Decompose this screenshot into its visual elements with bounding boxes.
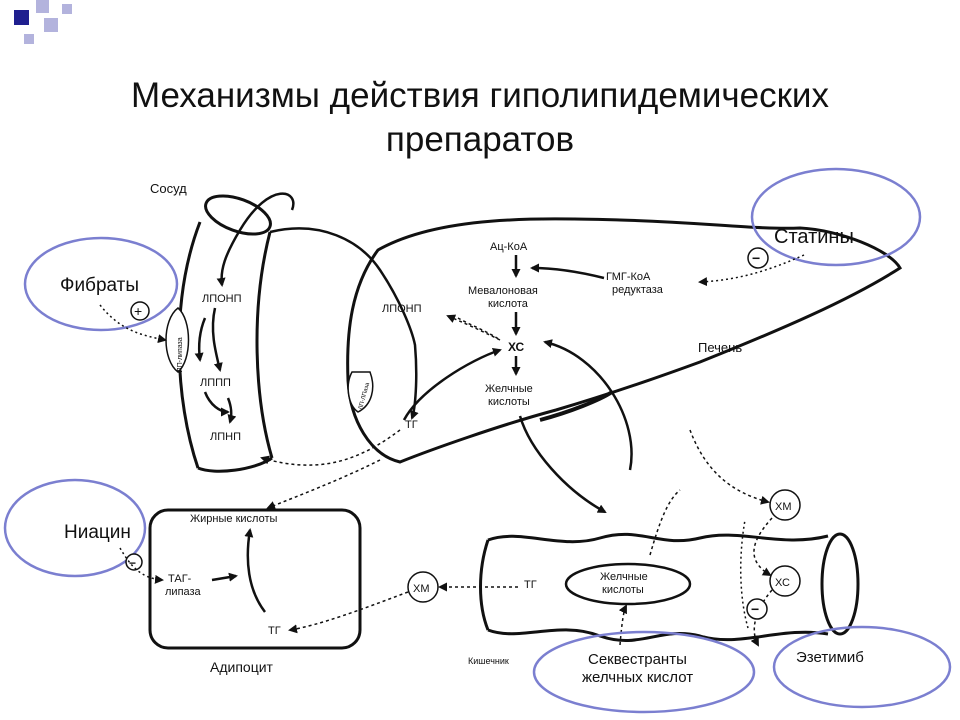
- drug-action-lines: [99, 254, 805, 629]
- liver-dashed-arrows: [446, 314, 501, 341]
- corner-square: [24, 34, 34, 44]
- liver-arrows: [402, 255, 633, 514]
- vessel-label: Сосуд: [150, 181, 187, 196]
- slide-title: Механизмы действия гиполипидемических пр…: [60, 74, 900, 162]
- vessel-liver-curve: [269, 227, 419, 420]
- bile-acids-oval: [564, 562, 692, 606]
- corner-square: [62, 4, 72, 14]
- xc-circle-right: [769, 565, 801, 597]
- tag-lipase-line-2: липаза: [165, 586, 202, 598]
- plus-sign: +: [134, 303, 142, 319]
- intestine-tg: ТГ: [524, 579, 537, 591]
- drug-ezetimibe: Эзетимиб: [796, 649, 864, 666]
- lp-lipase-blob-liver: [347, 371, 374, 413]
- ezetimibe-ring: [772, 625, 952, 709]
- hmg-line-2: редуктаза: [612, 284, 664, 296]
- adipocyte-tg: ТГ: [268, 625, 281, 637]
- corner-logo: [0, 0, 80, 52]
- vessel-lppp: ЛППП: [200, 377, 231, 389]
- vessel-lpnp: ЛПНП: [210, 431, 241, 443]
- title-line-2: препаратов: [385, 120, 575, 159]
- drug-sequestrants-line-1: Секвестранты: [588, 651, 687, 668]
- sequestrants-ring: [532, 630, 756, 714]
- lp-lipase-label-vessel: ЛП-липаза: [177, 337, 184, 372]
- bile-liver-line-2: кислоты: [488, 396, 530, 408]
- niacin-ring: [3, 478, 147, 578]
- fatty-acids: Жирные кислоты: [190, 513, 277, 525]
- corner-square: [14, 10, 29, 25]
- liver-shape: [346, 217, 902, 464]
- fibrates-ring: [23, 236, 179, 332]
- vessel-lponp: ЛПОНП: [202, 293, 242, 305]
- liver-lponp: ЛПОНП: [382, 303, 422, 315]
- hmg-line-1: ГМГ-КоА: [606, 271, 651, 283]
- vessel-arrows: [194, 192, 295, 424]
- liver-inner-edge: [539, 390, 614, 422]
- minus-sign-niacin: −: [129, 556, 136, 570]
- liver-tg: ТГ: [405, 419, 418, 431]
- minus-sign-statins-circle: [747, 247, 769, 269]
- tag-lipase-line-1: ТАГ-: [168, 573, 192, 585]
- xc-right: ХС: [775, 577, 790, 589]
- intestine-label: Кишечник: [468, 656, 509, 666]
- bile-int-line-2: кислоты: [602, 584, 644, 596]
- mevalonic-line-2: кислота: [488, 298, 529, 310]
- liver-label: Печень: [698, 340, 742, 355]
- minus-sign-statins: −: [752, 250, 760, 266]
- drug-fibrates: Фибраты: [60, 275, 139, 296]
- vessel-shape: [177, 194, 274, 473]
- title-line-1: Механизмы действия гиполипидемических: [131, 76, 829, 115]
- drug-statins: Статины: [774, 226, 854, 248]
- xm-circle-right: [769, 489, 801, 521]
- intestine-shape: [479, 532, 860, 642]
- adipocyte-arrows: [211, 528, 266, 613]
- intestine-dashed-arrows: [260, 429, 773, 647]
- bile-int-line-1: Желчные: [600, 571, 648, 583]
- minus-sign-ezetimibe: −: [751, 601, 759, 617]
- ac-coa: Ац-КоА: [490, 241, 528, 253]
- xm-right: ХМ: [775, 501, 792, 513]
- xm-left: ХМ: [413, 583, 430, 595]
- adipocyte-box: [148, 508, 362, 650]
- minus-sign-niacin-circle: [125, 553, 143, 571]
- mevalonic-line-1: Мевалоновая: [468, 285, 538, 297]
- corner-square: [36, 0, 49, 13]
- corner-square: [44, 18, 58, 32]
- xc-liver: ХС: [508, 340, 525, 354]
- bile-liver-line-1: Желчные: [485, 383, 533, 395]
- adipocyte-label: Адипоцит: [210, 659, 274, 675]
- minus-sign-ezetimibe-circle: [746, 598, 768, 620]
- drug-sequestrants-line-2: желчных кислот: [582, 669, 693, 686]
- drug-niacin: Ниацин: [64, 522, 131, 543]
- statins-ring: [750, 167, 922, 267]
- lp-lipase-blob-vessel: [165, 307, 190, 373]
- plus-sign-circle: [130, 301, 150, 321]
